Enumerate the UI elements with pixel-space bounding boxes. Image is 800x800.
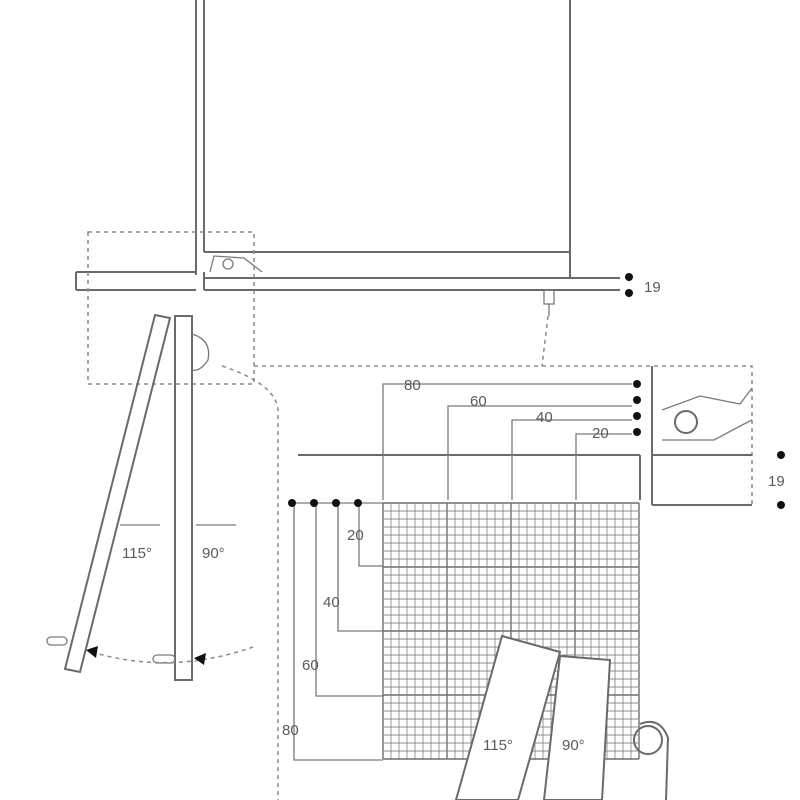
side-gap-label: 19 — [768, 473, 785, 490]
detail-hinge-panel — [651, 366, 753, 506]
offset-label-v60: 60 — [302, 657, 319, 674]
door-swing-illustration: 115° 90° — [46, 313, 257, 681]
side-gap-dimension: 19 — [768, 451, 785, 509]
vertical-offset-guides: 20 40 60 80 — [282, 499, 383, 761]
cabinet-body — [195, 0, 571, 278]
detail-door-positions: 115° 90° — [454, 634, 670, 800]
offset-label-v20: 20 — [347, 527, 364, 544]
detail-panel-edges — [298, 454, 641, 500]
offset-label-20: 20 — [592, 425, 609, 442]
left-open-angle-label: 115° — [122, 545, 152, 562]
left-closed-angle-label: 90° — [202, 545, 225, 562]
offset-label-v80: 80 — [282, 722, 299, 739]
offset-label-40: 40 — [536, 409, 553, 426]
horizontal-offset-guides: 80 60 40 20 — [382, 377, 641, 500]
detail-open-angle-label: 115° — [483, 737, 513, 754]
leveling-foot-icon — [543, 289, 555, 316]
offset-label-80: 80 — [404, 377, 421, 394]
top-gap-label: 19 — [644, 279, 661, 296]
offset-label-60: 60 — [470, 393, 487, 410]
cabinet-base-panel — [75, 271, 620, 291]
offset-label-v40: 40 — [323, 594, 340, 611]
top-gap-dimension: 19 — [625, 273, 661, 297]
callout-outlines — [87, 231, 753, 800]
detail-closed-angle-label: 90° — [562, 737, 585, 754]
hinge-icon — [209, 255, 263, 273]
